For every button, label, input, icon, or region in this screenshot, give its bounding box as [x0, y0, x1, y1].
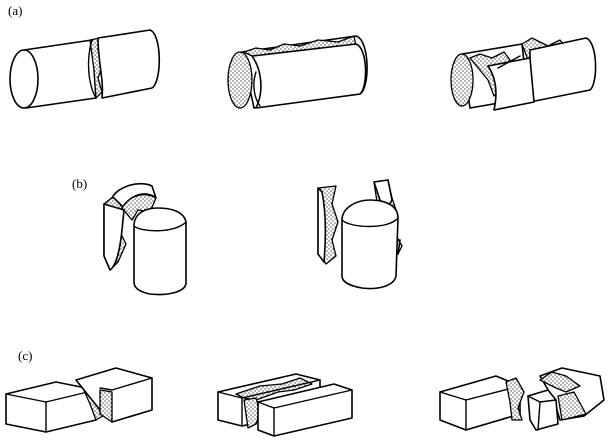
label-part-c: (c) — [18, 348, 33, 363]
block-transverse-fracture — [5, 367, 153, 433]
disc-split-three-pieces — [317, 179, 403, 290]
cylinder-transverse-fracture — [9, 29, 161, 109]
label-part-b: (b) — [72, 176, 88, 191]
disc-split-two-pieces — [103, 182, 187, 296]
block-mixed-fracture — [439, 367, 605, 431]
cylinder-mixed-fracture — [450, 37, 597, 111]
cylinder-longitudinal-fracture — [227, 35, 368, 109]
label-part-a: (a) — [8, 3, 23, 18]
block-longitudinal-fracture — [217, 373, 353, 437]
